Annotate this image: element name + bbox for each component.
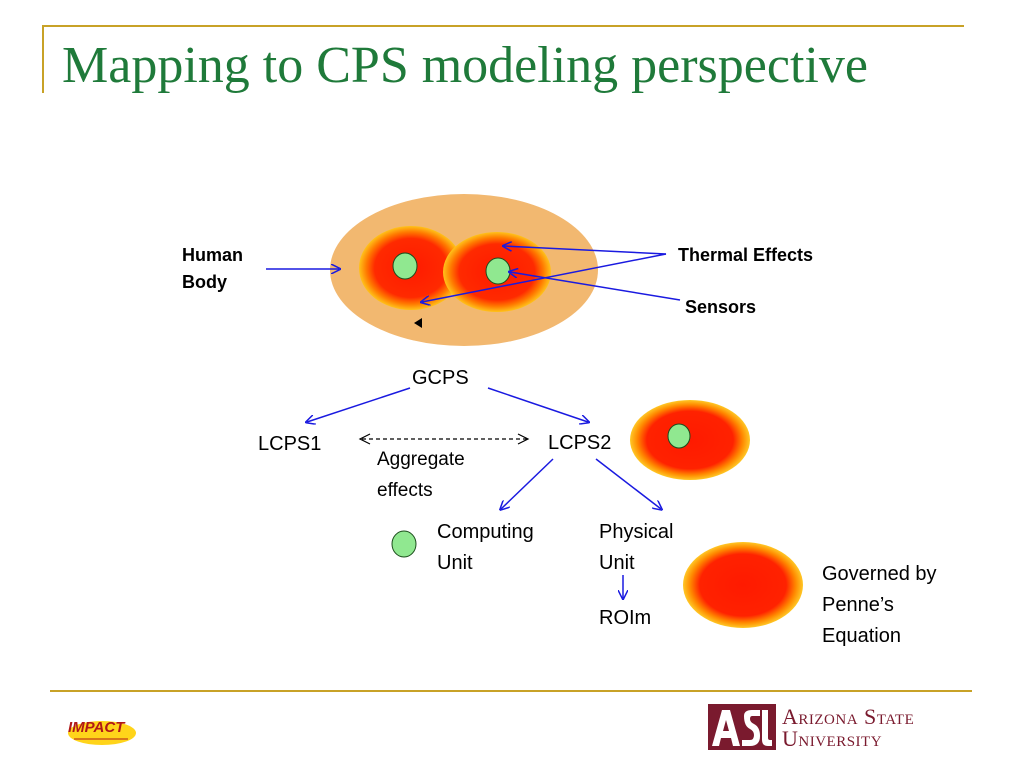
footer-rule [50, 690, 972, 692]
impact-logo: IMPACT [68, 719, 136, 745]
arrow-gcps-lcps2 [487, 387, 588, 422]
label-human: Human [182, 245, 243, 265]
arrow-thermal-right [504, 246, 667, 255]
small-triangle-marker [414, 318, 422, 328]
label-computing-unit: Unit [437, 552, 473, 574]
label-gcps: GCPS [412, 367, 469, 389]
arrow-sensors [510, 272, 681, 301]
label-roim: ROIm [599, 607, 651, 629]
label-governed: Governed by [822, 563, 937, 585]
physical-unit-icon [683, 542, 803, 628]
label-physical-unit: Unit [599, 552, 635, 574]
label-effects: effects [377, 480, 433, 501]
label-aggregate: Aggregate [377, 449, 465, 470]
asu-logo-mark [708, 704, 776, 750]
sensor-left [392, 252, 418, 280]
label-thermal-effects: Thermal Effects [678, 245, 813, 265]
label-computing: Computing [437, 521, 534, 543]
label-sensors: Sensors [685, 297, 756, 317]
asu-wordmark-line2: University [782, 726, 883, 751]
label-lcps2: LCPS2 [548, 432, 611, 454]
title-accent-vertical [42, 25, 44, 93]
slide-title: Mapping to CPS modeling perspective [62, 37, 868, 94]
lcps2-sensor-icon [667, 423, 691, 449]
arrow-gcps-lcps1 [307, 387, 411, 422]
label-body: Body [182, 272, 227, 292]
asu-wordmark: Arizona State University [782, 706, 914, 750]
label-pennes: Penne’s [822, 594, 894, 616]
label-lcps1: LCPS1 [258, 433, 321, 455]
computing-unit-icon [391, 530, 417, 558]
arrow-lcps2-computing [501, 458, 554, 509]
dashed-link-arrow-right [517, 433, 530, 445]
sensor-right [485, 257, 511, 285]
asu-wordmark-line1: Arizona State [782, 704, 915, 729]
impact-logo-text: IMPACT [68, 719, 126, 736]
lcps2-thermal-icon [630, 400, 750, 480]
arrow-lcps2-physical [595, 458, 661, 509]
dashed-link-arrow-left [358, 433, 371, 445]
label-physical: Physical [599, 521, 673, 543]
label-equation: Equation [822, 625, 901, 647]
title-accent-horizontal [42, 25, 964, 27]
